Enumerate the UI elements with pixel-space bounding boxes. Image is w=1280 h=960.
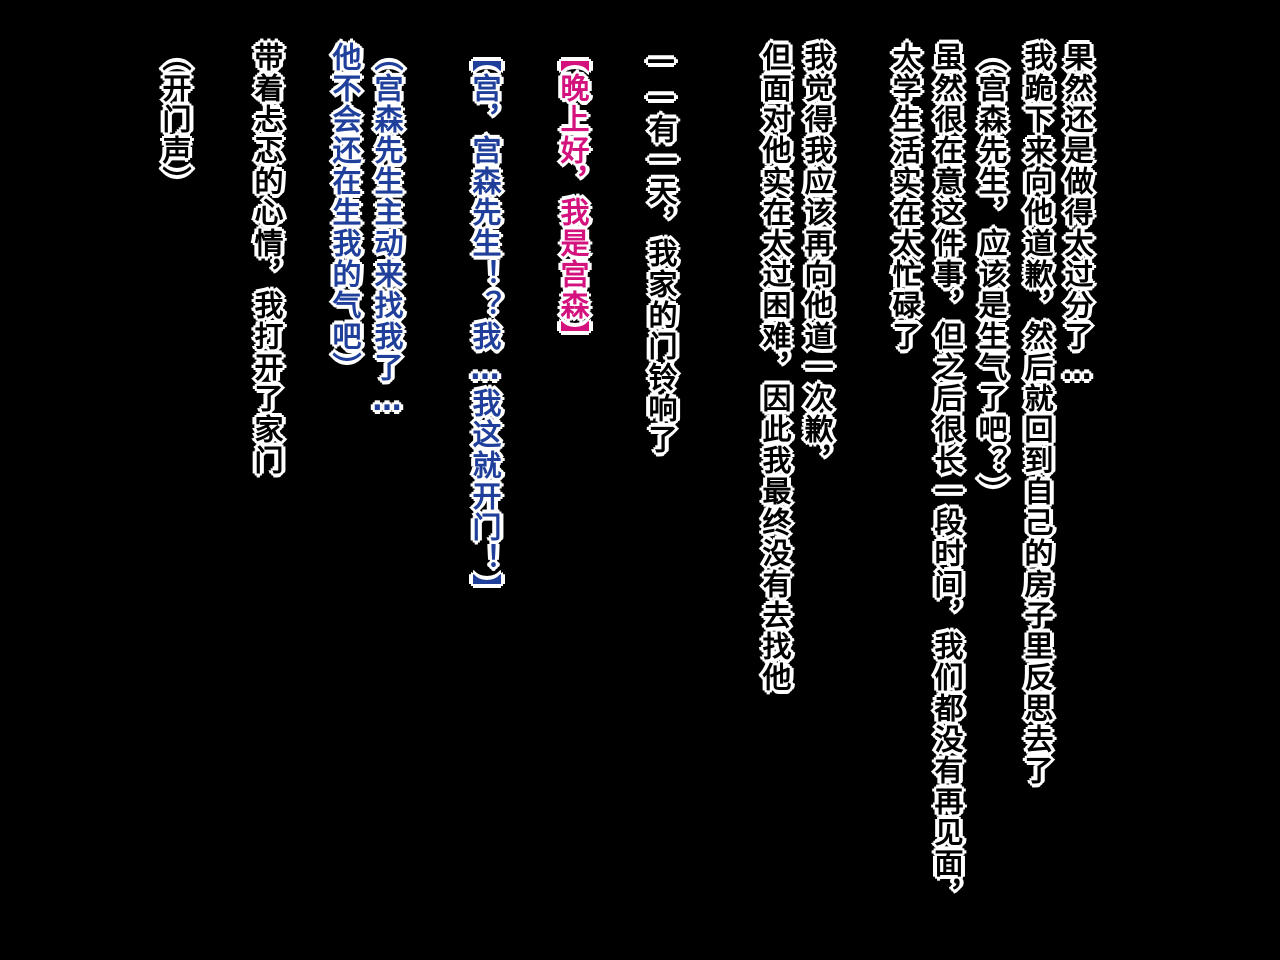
thought-line-1: （宫森先生主动来找我了… <box>369 41 405 420</box>
narration-line-7: ——有一天，我家的门铃响了 <box>643 41 679 456</box>
narration-line-4: 大学生活实在太忙碌了 <box>887 41 923 353</box>
narration-line-5: 我觉得我应该再向他道一次歉， <box>799 41 835 477</box>
narration-line-3: 虽然很在意这件事，但之后很长一段时间，我们都没有再见面， <box>929 41 965 911</box>
narration-line-2: 我跪下来向他道歉，然后就回到自己的房子里反思去了 <box>1019 41 1055 787</box>
speech-line-miyamori: 【晚上好，我是宫森】 <box>555 41 591 353</box>
thought-line-0: （宫森先生，应该是生气了吧？） <box>973 41 1009 508</box>
narration-line-1: 果然还是做得太过分了… <box>1059 41 1095 389</box>
thought-line-2: 他不会还在生我的气吧） <box>327 41 363 384</box>
speech-line-narrator: 【宫，宫森先生！？我…我这就开门！】 <box>467 41 503 606</box>
sound-effect-door: （开门声） <box>157 41 193 198</box>
narration-line-6: 但面对他实在太过困难，因此我最终没有去找他 <box>757 41 793 694</box>
narration-line-8: 带着忐忑的心情，我打开了家门 <box>249 41 285 477</box>
